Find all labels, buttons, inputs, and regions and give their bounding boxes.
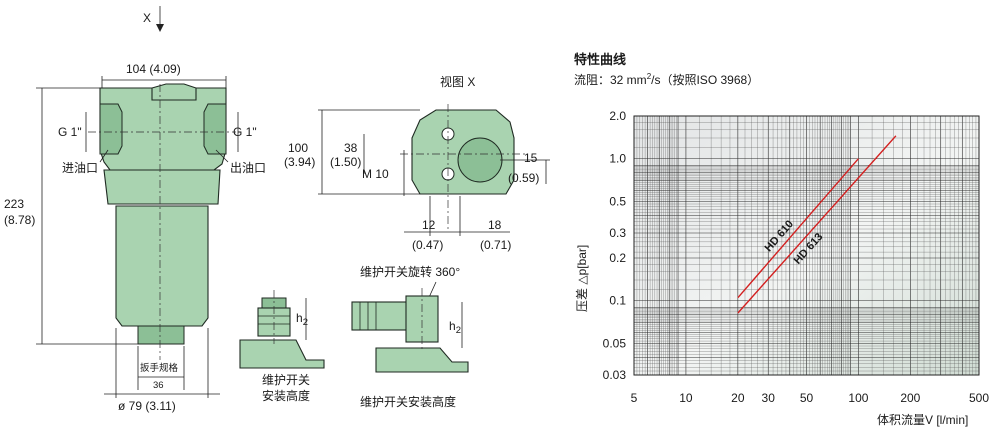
inlet-port [99, 103, 123, 155]
wrench-size: 36 [153, 380, 164, 391]
switch-large-caption: 维护开关安装高度 [360, 394, 456, 409]
outlet-label: 出油口 [230, 161, 266, 175]
switch-large-base [375, 347, 469, 373]
height-dimension-bottom: (8.78) [4, 213, 35, 227]
y-tick-label: 0.5 [609, 194, 626, 208]
port-right-label: G 1" [233, 125, 257, 139]
dim-15-top: 15 [524, 151, 538, 165]
x-tick-label: 200 [900, 391, 920, 405]
y-tick-label: 0.03 [603, 368, 627, 382]
view-x-arrowhead [156, 24, 164, 32]
filter-top-boss [151, 83, 197, 101]
view-x-port-circle [457, 137, 503, 183]
series-line-1 [737, 158, 859, 299]
series-line-2 [737, 135, 897, 314]
y-tick-label: 0.2 [609, 251, 626, 265]
x-tick-label: 500 [969, 391, 989, 405]
chart-subtitle: 流阻：32 mm2/s（按照ISO 3968） [574, 72, 759, 87]
x-tick-label: 100 [848, 391, 868, 405]
y-tick-label: 1.0 [609, 152, 626, 166]
dim-m10: M 10 [362, 167, 389, 181]
x-tick-labels: 5 10 20 30 50 100 200 500 [631, 391, 990, 405]
dim-18-top: 18 [488, 218, 502, 232]
y-tick-label: 0.1 [609, 294, 626, 308]
switch-large-h-label: h2 [449, 319, 461, 336]
switch-small-base [239, 339, 325, 369]
x-tick-label: 10 [679, 391, 693, 405]
filter-bowl-neck [103, 169, 221, 205]
characteristic-chart: 特性曲线 流阻：32 mm2/s（按照ISO 3968） 5 10 20 30 50 10… [574, 52, 989, 427]
wrench-label: 扳手规格 [140, 362, 179, 374]
y-tick-labels: 0.03 0.05 0.1 0.2 0.3 0.5 1.0 2.0 [603, 109, 627, 382]
inlet-leader [99, 149, 109, 163]
plot-frame [633, 115, 980, 376]
switch-small-caption-1: 维护开关 [262, 373, 310, 387]
y-tick-label: 0.05 [603, 336, 627, 350]
outlet-port [203, 103, 227, 155]
width-dimension: 104 (4.09) [126, 62, 181, 76]
inlet-label: 进油口 [62, 161, 98, 175]
switch-large-connector [351, 301, 409, 331]
filter-side-view: X 104 (4.09) G 1" G 1" 进油口 出油口 [4, 6, 266, 413]
dim-100-bottom: (3.94) [284, 155, 315, 169]
dim-12-top: 12 [422, 218, 436, 232]
outlet-leader [215, 149, 229, 163]
x-tick-label: 5 [631, 391, 638, 405]
switch-large-body [405, 295, 439, 343]
port-left-label: G 1" [58, 125, 82, 139]
switch-large-drawing: 维护开关旋转 360° h2 维护开关安装高度 [351, 264, 469, 409]
height-dimension-top: 223 [4, 197, 24, 211]
filter-bowl [115, 205, 209, 327]
x-tick-label: 20 [731, 391, 745, 405]
dim-38-top: 38 [344, 141, 358, 155]
y-axis-label: 压差 △p[bar] [575, 245, 589, 312]
view-x-marker: X [143, 11, 151, 25]
dim-18-bottom: (0.71) [480, 238, 511, 252]
switch-small-caption-2: 安装高度 [262, 388, 310, 403]
switch-rotate-label: 维护开关旋转 360° [360, 264, 460, 279]
x-tick-label: 50 [800, 391, 814, 405]
diameter-dimension: ø 79 (3.11) [118, 399, 176, 413]
chart-title: 特性曲线 [574, 52, 626, 67]
view-x-drawing: 视图 X 100 (3.94) 38 (1.50) M 10 15 (0.59)… [284, 74, 550, 252]
drain-hex-nut [137, 325, 185, 345]
dim-100-top: 100 [288, 141, 308, 155]
dim-12-bottom: (0.47) [412, 238, 443, 252]
dim-15-bottom: (0.59) [508, 171, 539, 185]
x-axis-label: 体积流量V [l/min] [877, 413, 968, 427]
x-tick-label: 30 [762, 391, 776, 405]
y-tick-label: 2.0 [609, 109, 626, 123]
view-x-title: 视图 X [440, 74, 475, 89]
switch-small-drawing: h2 维护开关 安装高度 [239, 290, 325, 403]
switch-small-h-label: h2 [296, 311, 308, 328]
dim-38-bottom: (1.50) [330, 155, 361, 169]
y-tick-label: 0.3 [609, 226, 626, 240]
